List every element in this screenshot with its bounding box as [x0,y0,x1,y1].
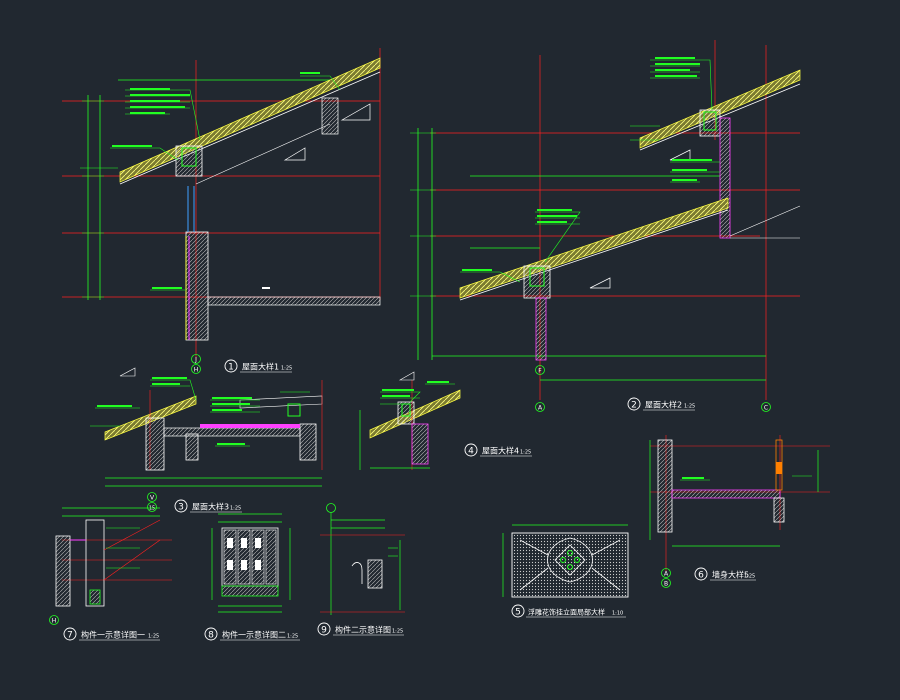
detail-8-scale: 1:25 [287,634,298,640]
detail-4-number: 4 [468,447,474,457]
detail-3-number: 3 [178,503,184,513]
detail-6-title: 6 墙身大样5 1:25 [694,567,756,581]
detail-7-number: 7 [67,631,73,641]
detail-2-title: 2 屋面大样2 1:25 [627,397,695,411]
detail-9-number: 9 [321,626,327,636]
detail-3-name: 屋面大样3 [192,502,229,512]
detail-3-title: 3 屋面大样3 1:25 [174,499,242,513]
detail-1-name: 屋面大样1 [242,362,279,372]
detail-4-scale: 1:25 [520,450,531,456]
detail-4-name: 屋面大样4 [482,446,519,456]
detail-4-title: 4 屋面大样4 1:25 [464,443,532,457]
detail-2-name: 屋面大样2 [645,400,682,410]
detail-1-number: 1 [228,363,234,373]
detail-9-name: 构件二示意详图 [335,625,391,635]
detail-6-scale: 1:25 [744,574,755,580]
detail-6-number: 6 [698,571,704,581]
detail-9-scale: 1:25 [392,629,403,635]
detail-1-axis-b: H [194,367,199,374]
detail-1-scale: 1:25 [281,366,292,372]
detail-5-title: 5 浮雕花饰挂立面局部大样 1:10 [511,604,626,618]
detail-2-axis-b: A [538,405,543,412]
detail-8-title: 8 构件一示意详图二 1:25 [204,627,300,641]
detail-6-wall-section: A B [649,435,830,588]
detail-8-number: 8 [208,631,214,641]
detail-7-component-detail: H [49,507,172,625]
detail-7-name: 构件一示意详图一 [81,630,145,640]
detail-5-number: 5 [515,608,521,618]
detail-8-component-detail [211,513,291,613]
detail-3-roof-section: V 15 [90,367,323,512]
detail-3-axis-b: 15 [149,506,155,512]
detail-4-roof-section [359,371,461,470]
detail-5-scale: 1:10 [612,611,623,617]
detail-7-axis: H [52,618,57,625]
detail-7-title: 7 构件一示意详图一 1:25 [63,627,160,641]
detail-3-scale: 1:25 [230,506,241,512]
detail-9-component-detail [320,503,405,615]
detail-6-name: 墙身大样5 [712,570,749,580]
detail-1-axis-a: J [194,357,197,364]
detail-5-ornament-panel [502,524,629,598]
detail-3-axis-a: V [150,495,155,502]
detail-2-scale: 1:25 [684,404,695,410]
detail-5-name: 浮雕花饰挂立面局部大样 [528,608,605,617]
detail-9-title: 9 构件二示意详图 1:25 [317,622,404,636]
detail-7-scale: 1:25 [148,634,159,640]
detail-8-name: 构件一示意详图二 [222,630,286,640]
detail-1-roof-section: J H [62,48,381,374]
detail-6-axis-a: A [664,571,669,578]
detail-1-title: 1 屋面大样1 1:25 [224,359,292,373]
detail-2-roof-section: F A C [410,40,801,412]
detail-2-number: 2 [631,401,637,411]
detail-2-axis-a: F [538,368,542,375]
detail-2-axis-c: C [764,405,768,412]
detail-6-axis-b: B [664,581,668,588]
